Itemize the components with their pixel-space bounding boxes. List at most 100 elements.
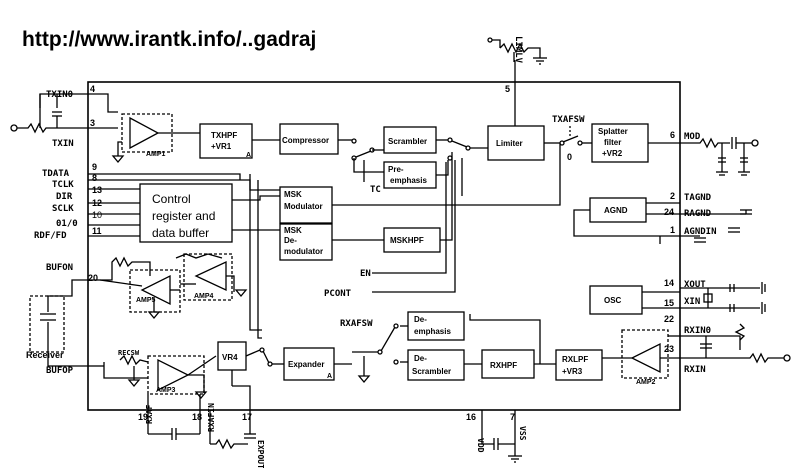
amp1-label: AMP1 xyxy=(146,151,166,158)
pin-label-en: EN xyxy=(360,269,371,279)
descrambler-label-2: Scrambler xyxy=(412,367,451,376)
rxhpf-label: RXHPF xyxy=(490,361,517,370)
preemphasis-label-2: emphasis xyxy=(390,176,427,185)
pin-label-agndin: AGNDIN xyxy=(684,227,717,237)
splatter-label-1: Splatter xyxy=(598,127,628,136)
pin-label-rxafsw: RXAFSW xyxy=(340,319,373,329)
rxlpf-label-2: +VR3 xyxy=(562,367,583,376)
scrambler-label: Scrambler xyxy=(388,137,427,146)
agnd-caps xyxy=(680,209,752,243)
osc-label: OSC xyxy=(604,296,622,305)
pin-label-dir: DIR xyxy=(56,192,73,202)
pin-label-mod: MOD xyxy=(684,132,701,142)
crystal-network xyxy=(680,282,766,314)
msk-mod-label-2: Modulator xyxy=(284,202,323,211)
amp5-label: AMP5 xyxy=(136,297,156,304)
pin-label-rxin: RXIN xyxy=(684,365,706,375)
pin-number-10: 10 xyxy=(92,210,102,220)
pin-number-19: 19 xyxy=(138,412,148,422)
pin-number-20: 20 xyxy=(88,273,98,283)
pin-label-vdd: VDD xyxy=(476,438,485,453)
compressor-label: Compressor xyxy=(282,136,329,145)
rxlpf-label-1: RXLPF xyxy=(562,355,588,364)
amp4 xyxy=(175,253,248,301)
pin-number-3: 3 xyxy=(90,118,95,128)
expander-a-label: A xyxy=(327,373,332,380)
msk-mod-label-1: MSK xyxy=(284,190,302,199)
msk-demod-label-1: MSK xyxy=(284,226,302,235)
msk-demodulator-block xyxy=(279,223,333,261)
pin-label-bufon: BUFON xyxy=(46,263,73,273)
mod-network xyxy=(680,137,759,176)
txhpf-a-label: A xyxy=(246,152,251,159)
pin-label-tc: TC xyxy=(370,185,381,195)
pin-label-rxafin: RXAFIN xyxy=(207,403,216,432)
txin-network xyxy=(10,93,118,134)
amp4-label: AMP4 xyxy=(194,293,214,300)
pin-label-bufop: BUFOP xyxy=(46,366,74,376)
pin-number-23: 23 xyxy=(664,344,674,354)
rxafsw-switch xyxy=(352,323,399,384)
pin-label-xout: XOUT xyxy=(684,280,706,290)
limiter-label: Limiter xyxy=(496,139,523,148)
limlv-network xyxy=(487,37,547,82)
tx-selector-switch xyxy=(447,137,488,196)
pin-number-11: 11 xyxy=(92,226,102,236)
amp2-label: AMP2 xyxy=(636,379,656,386)
deemphasis-label-1: De- xyxy=(414,315,427,324)
pin-label-io: 01/0 xyxy=(56,219,78,229)
pin-number-17: 17 xyxy=(242,412,252,422)
pin-label-receiver: Receiver xyxy=(26,350,64,360)
rxaf-network xyxy=(147,410,256,450)
pin-label-pcont: PCONT xyxy=(324,289,352,299)
amp5 xyxy=(99,256,181,320)
pin-number-12: 12 xyxy=(92,198,102,208)
control-register-block xyxy=(139,183,233,243)
tc-switch xyxy=(351,138,384,182)
pin-number-7: 7 xyxy=(510,412,515,422)
pin-label-rxin0: RXIN0 xyxy=(684,326,711,336)
mskhpf-label: MSKHPF xyxy=(390,236,424,245)
descrambler-label-1: De- xyxy=(414,354,427,363)
pin-label-expout: EXPOUT xyxy=(256,440,265,468)
receiver-capacitor xyxy=(29,279,88,367)
txafsw-switch xyxy=(559,126,592,146)
pin-number-13: 13 xyxy=(92,185,102,195)
splatter-label-2: filter xyxy=(604,138,621,147)
deemphasis-label-2: emphasis xyxy=(414,327,451,336)
splatter-label-3: +VR2 xyxy=(602,149,623,158)
pin-label-limlv: LIMLV xyxy=(513,36,523,64)
rxlpf-block xyxy=(555,349,603,381)
compressor-block xyxy=(279,123,339,155)
pin-number-4: 4 xyxy=(90,84,95,94)
expander-switch xyxy=(245,347,284,367)
pin-label-tagnd: TAGND xyxy=(684,193,712,203)
control-label-2: register and xyxy=(152,209,215,223)
pin-number-0: 0 xyxy=(567,152,572,162)
txhpf-label: TXHPF xyxy=(211,131,237,140)
control-label-1: Control xyxy=(152,192,191,206)
pin-number-8: 8 xyxy=(92,173,97,183)
pin-label-txin: TXIN xyxy=(52,139,74,149)
pin-number-14: 14 xyxy=(664,278,674,288)
osc-block xyxy=(589,285,643,315)
expander-label: Expander xyxy=(288,360,324,369)
pin-label-sclk: SCLK xyxy=(52,204,74,214)
pin-number-15: 15 xyxy=(664,298,674,308)
preemphasis-label-1: Pre- xyxy=(388,165,404,174)
pin-number-1: 1 xyxy=(670,225,675,235)
pin-label-tdata: TDATA xyxy=(42,169,70,179)
rxin-network xyxy=(680,323,791,364)
pin-label-rxaf: RXAF xyxy=(145,405,154,424)
descrambler-block xyxy=(407,349,465,381)
agnd-label: AGND xyxy=(604,206,628,215)
msk-demod-label-2: De- xyxy=(284,236,297,245)
watermark-url: http://www.irantk.info/..gadraj xyxy=(22,28,317,51)
amp1 xyxy=(111,113,200,164)
pin-number-6: 6 xyxy=(670,130,675,140)
msk-demod-label-3: modulator xyxy=(284,247,323,256)
amp3 xyxy=(103,354,217,400)
amp2 xyxy=(602,329,680,379)
amp3-label: AMP3 xyxy=(156,387,176,394)
